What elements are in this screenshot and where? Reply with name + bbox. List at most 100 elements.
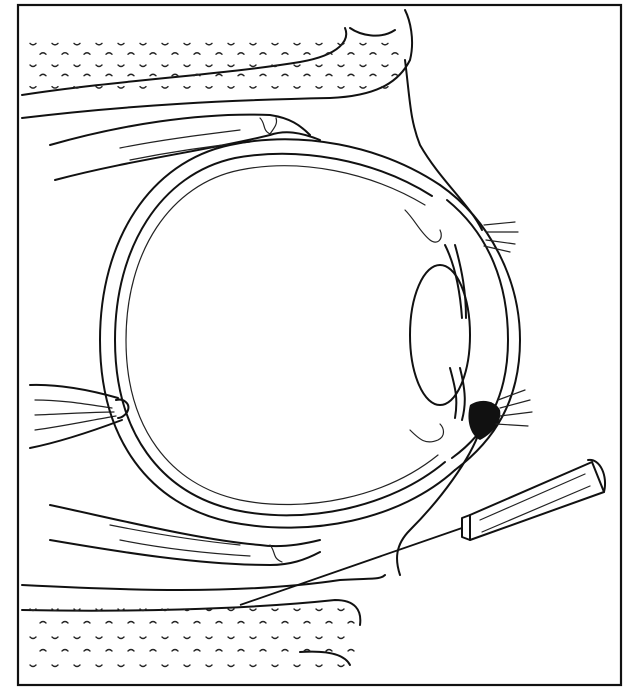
bone-texture-mark xyxy=(118,43,124,45)
bone-texture-mark xyxy=(282,74,288,76)
bone-texture-mark xyxy=(118,87,124,89)
bone-texture-mark xyxy=(316,665,322,667)
bone-texture-mark xyxy=(238,622,244,624)
bone-texture-mark xyxy=(106,53,112,55)
bone-texture-mark xyxy=(282,622,288,624)
bone-texture-mark xyxy=(228,609,234,611)
syringe-needle xyxy=(240,460,605,605)
bone-texture-mark xyxy=(348,74,354,76)
bone-texture-mark xyxy=(360,87,366,89)
bone-texture-mark xyxy=(216,622,222,624)
bone-texture-mark xyxy=(228,43,234,45)
bone-texture-mark xyxy=(282,650,288,652)
bone-texture-mark xyxy=(52,87,58,89)
bone-texture-mark xyxy=(360,43,366,45)
bone-texture-mark xyxy=(338,609,344,611)
bone-texture-mark xyxy=(348,650,354,652)
bone-texture-mark xyxy=(338,87,344,89)
bone-texture-mark xyxy=(30,665,36,667)
bone-texture-mark xyxy=(140,637,146,639)
bone-texture-mark xyxy=(260,53,266,55)
bone-texture-mark xyxy=(228,65,234,67)
bone-texture-mark xyxy=(96,43,102,45)
bone-texture-mark xyxy=(260,74,266,76)
bone-texture-mark xyxy=(304,74,310,76)
bone-texture-mark xyxy=(62,650,68,652)
bone-texture-mark xyxy=(250,665,256,667)
bone-texture-mark xyxy=(74,43,80,45)
bone-texture-mark xyxy=(304,622,310,624)
bone-texture-mark xyxy=(84,622,90,624)
bone-texture-mark xyxy=(84,74,90,76)
bone-texture-mark xyxy=(162,43,168,45)
bone-texture-mark xyxy=(128,622,134,624)
bone-texture-mark xyxy=(216,74,222,76)
bone-texture-mark xyxy=(294,65,300,67)
bone-texture-mark xyxy=(184,43,190,45)
bone-texture-mark xyxy=(194,53,200,55)
bone-texture-mark xyxy=(326,622,332,624)
upper-orbital-bone xyxy=(22,10,412,118)
bone-texture-mark xyxy=(184,637,190,639)
bone-texture-mark xyxy=(128,53,134,55)
bone-texture-mark xyxy=(172,622,178,624)
bone-texture-mark xyxy=(294,665,300,667)
bone-texture-mark xyxy=(206,65,212,67)
bone-texture-mark xyxy=(128,650,134,652)
bone-texture-mark xyxy=(106,622,112,624)
bone-texture-mark xyxy=(184,665,190,667)
bone-texture-mark xyxy=(216,53,222,55)
bone-texture-mark xyxy=(250,637,256,639)
bone-texture-mark xyxy=(30,87,36,89)
bone-texture-mark xyxy=(392,74,398,76)
bone-texture-mark xyxy=(316,43,322,45)
bone-texture-mark xyxy=(96,87,102,89)
bone-texture-mark xyxy=(228,665,234,667)
bone-texture-mark xyxy=(118,637,124,639)
bone-texture-mark xyxy=(84,650,90,652)
bone-texture-mark xyxy=(250,43,256,45)
bone-texture-mark xyxy=(150,74,156,76)
bone-texture-mark xyxy=(62,53,68,55)
bone-texture-mark xyxy=(62,74,68,76)
inferior-rectus-muscle xyxy=(50,505,320,565)
bone-texture-mark xyxy=(238,650,244,652)
bone-texture-mark xyxy=(96,665,102,667)
bone-texture-mark xyxy=(370,74,376,76)
bone-texture-mark xyxy=(30,637,36,639)
bone-texture-mark xyxy=(238,53,244,55)
iris-ciliary-body xyxy=(405,210,466,442)
bone-texture-mark xyxy=(250,65,256,67)
lower-orbital-bone xyxy=(22,575,385,667)
bone-texture-mark xyxy=(316,609,322,611)
bone-texture-mark xyxy=(96,637,102,639)
bone-texture-mark xyxy=(140,665,146,667)
bone-texture-mark xyxy=(40,74,46,76)
bone-texture-mark xyxy=(150,650,156,652)
bone-texture-mark xyxy=(140,43,146,45)
bone-texture-mark xyxy=(184,87,190,89)
bone-texture-mark xyxy=(206,637,212,639)
bone-texture-mark xyxy=(172,650,178,652)
bone-texture-mark xyxy=(96,609,102,611)
bone-texture-mark xyxy=(140,65,146,67)
bone-texture-mark xyxy=(348,622,354,624)
bone-texture-mark xyxy=(316,65,322,67)
bone-texture-mark xyxy=(40,650,46,652)
bone-texture-mark xyxy=(62,622,68,624)
bone-texture-mark xyxy=(294,43,300,45)
bone-texture-mark xyxy=(162,87,168,89)
bone-texture-mark xyxy=(316,87,322,89)
bone-texture-mark xyxy=(40,622,46,624)
bone-texture-mark xyxy=(206,665,212,667)
bone-texture-mark xyxy=(106,74,112,76)
bone-texture-mark xyxy=(74,637,80,639)
bone-texture-mark xyxy=(194,622,200,624)
bone-texture-mark xyxy=(172,74,178,76)
bone-texture-mark xyxy=(52,665,58,667)
optic-nerve xyxy=(30,385,128,448)
bone-texture-mark xyxy=(348,53,354,55)
bone-texture-mark xyxy=(282,53,288,55)
bone-texture-mark xyxy=(118,65,124,67)
